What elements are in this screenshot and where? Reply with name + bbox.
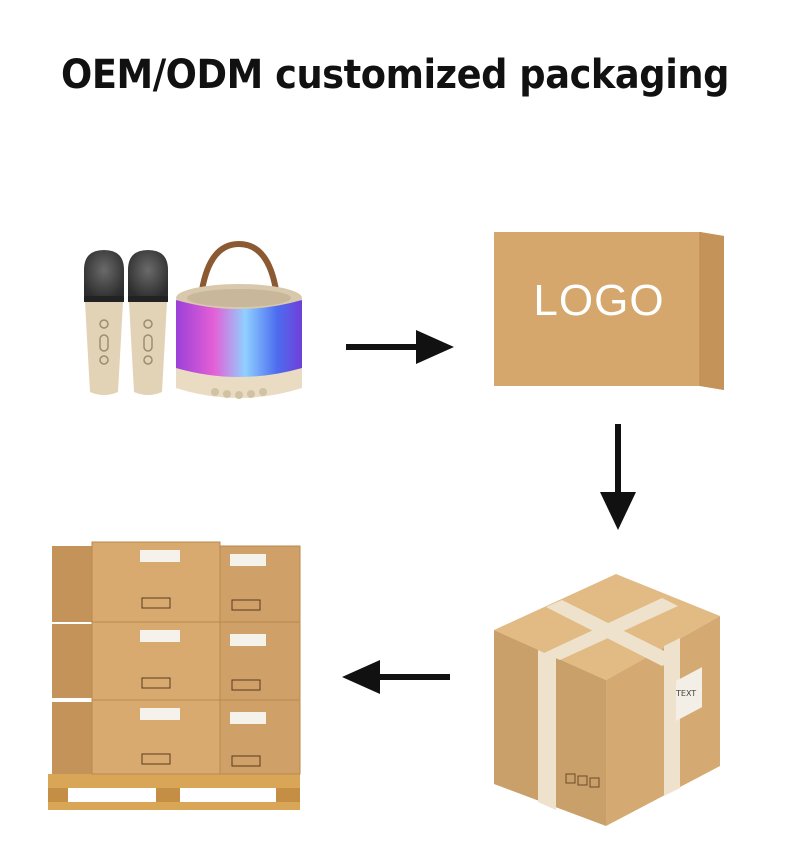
page-title: OEM/ODM customized packaging	[61, 52, 729, 98]
bluetooth-speaker-icon	[176, 240, 302, 399]
product-illustration	[84, 240, 302, 399]
box-stack	[52, 541, 301, 775]
arrow-down-icon	[600, 424, 636, 530]
microphone-right	[128, 250, 168, 395]
logo-label: LOGO	[533, 276, 665, 325]
pallet-icon	[48, 541, 301, 810]
arrow-right-icon	[346, 330, 454, 364]
arrow-left-icon	[342, 660, 450, 694]
microphone-left	[84, 250, 124, 395]
shipping-box: TEXT	[494, 574, 720, 826]
logo-box	[494, 232, 724, 390]
box-label: TEXT	[675, 689, 696, 698]
handling-symbols	[565, 773, 600, 788]
